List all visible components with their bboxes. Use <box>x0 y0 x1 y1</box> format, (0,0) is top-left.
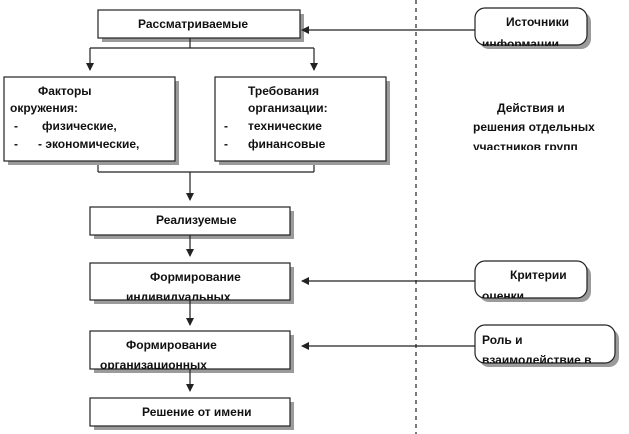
decision-box: Решение от имени <box>89 397 294 430</box>
env-factors-dash-2: - <box>14 137 18 151</box>
connectors <box>86 26 475 392</box>
env-factors-item-2: - экономические, <box>38 137 139 151</box>
org-req-item-2: финансовые <box>248 137 326 151</box>
org-req-title-1: Требования <box>248 84 319 98</box>
roles-line-1: Роль и <box>482 333 522 347</box>
actions-line-2: решения отдельных <box>473 120 595 134</box>
considered-label: Рассматриваемые <box>138 17 248 31</box>
org-req-title-2: организации: <box>248 101 328 115</box>
decision-label: Решение от имени <box>142 405 251 419</box>
sources-line-2: информации <box>482 37 559 51</box>
env-factors-title-2: окружения: <box>10 101 78 115</box>
roles-line-2: взаимодействие в <box>482 353 591 367</box>
org-requirements-box: Требования организации: - технические - … <box>214 76 390 165</box>
env-factors-box: Факторы окружения: - физические, - - эко… <box>3 76 179 165</box>
env-factors-item-1: физические, <box>42 119 117 133</box>
org-req-dash-1: - <box>224 119 228 133</box>
env-factors-dash-1: - <box>14 119 18 133</box>
forming-org-box: Формирование организационных <box>89 330 294 373</box>
org-req-item-1: технические <box>248 119 322 133</box>
forming-individual-line-2: индивидуальных <box>126 290 231 304</box>
criteria-line-2: оценки <box>482 289 524 303</box>
criteria-box: Критерии оценки <box>474 260 591 303</box>
sources-line-1: Источники <box>506 15 569 29</box>
org-req-dash-2: - <box>224 137 228 151</box>
realized-box: Реализуемые <box>89 206 294 239</box>
sources-box: Источники информации <box>474 7 591 51</box>
criteria-line-1: Критерии <box>510 268 567 282</box>
forming-individual-box: Формирование индивидуальных <box>89 262 294 304</box>
env-factors-title-1: Факторы <box>38 84 92 98</box>
roles-box: Роль и взаимодействие в <box>474 324 619 367</box>
actions-line-1: Действия и <box>497 101 565 115</box>
forming-individual-line-1: Формирование <box>150 270 241 284</box>
forming-org-line-1: Формирование <box>126 338 217 352</box>
actions-text: Действия и решения отдельных участников … <box>473 101 595 154</box>
realized-label: Реализуемые <box>156 213 237 227</box>
considered-box: Рассматриваемые <box>97 9 304 42</box>
forming-org-line-2: организационных <box>100 358 207 372</box>
actions-line-3: участников групп <box>473 140 578 154</box>
